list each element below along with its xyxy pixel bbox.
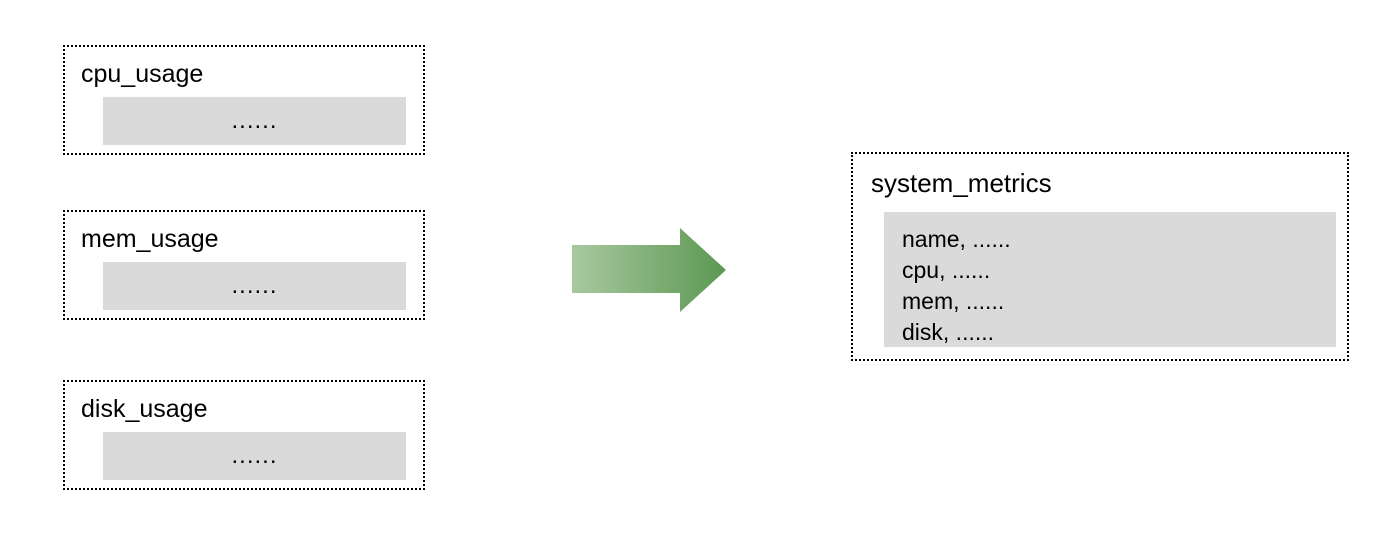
source-box-disk-usage: disk_usage ......: [63, 380, 425, 490]
source-box-content: ......: [103, 262, 406, 310]
target-box-content: name, ...... cpu, ...... mem, ...... dis…: [884, 212, 1336, 347]
source-box-content: ......: [103, 432, 406, 480]
target-row: name, ......: [902, 226, 1011, 252]
source-box-content: ......: [103, 97, 406, 145]
target-box-system-metrics: system_metrics name, ...... cpu, ...... …: [851, 152, 1349, 361]
source-box-cpu-usage: cpu_usage ......: [63, 45, 425, 155]
target-row: disk, ......: [902, 319, 995, 345]
target-row: cpu, ......: [902, 257, 991, 283]
target-row: mem, ......: [902, 288, 1005, 314]
right-arrow-icon: [572, 228, 726, 312]
flow-arrow: [570, 226, 728, 314]
source-box-title: cpu_usage: [81, 60, 204, 88]
target-box-title: system_metrics: [871, 168, 1052, 198]
source-box-title: mem_usage: [81, 225, 219, 253]
source-box-title: disk_usage: [81, 395, 208, 423]
source-box-mem-usage: mem_usage ......: [63, 210, 425, 320]
